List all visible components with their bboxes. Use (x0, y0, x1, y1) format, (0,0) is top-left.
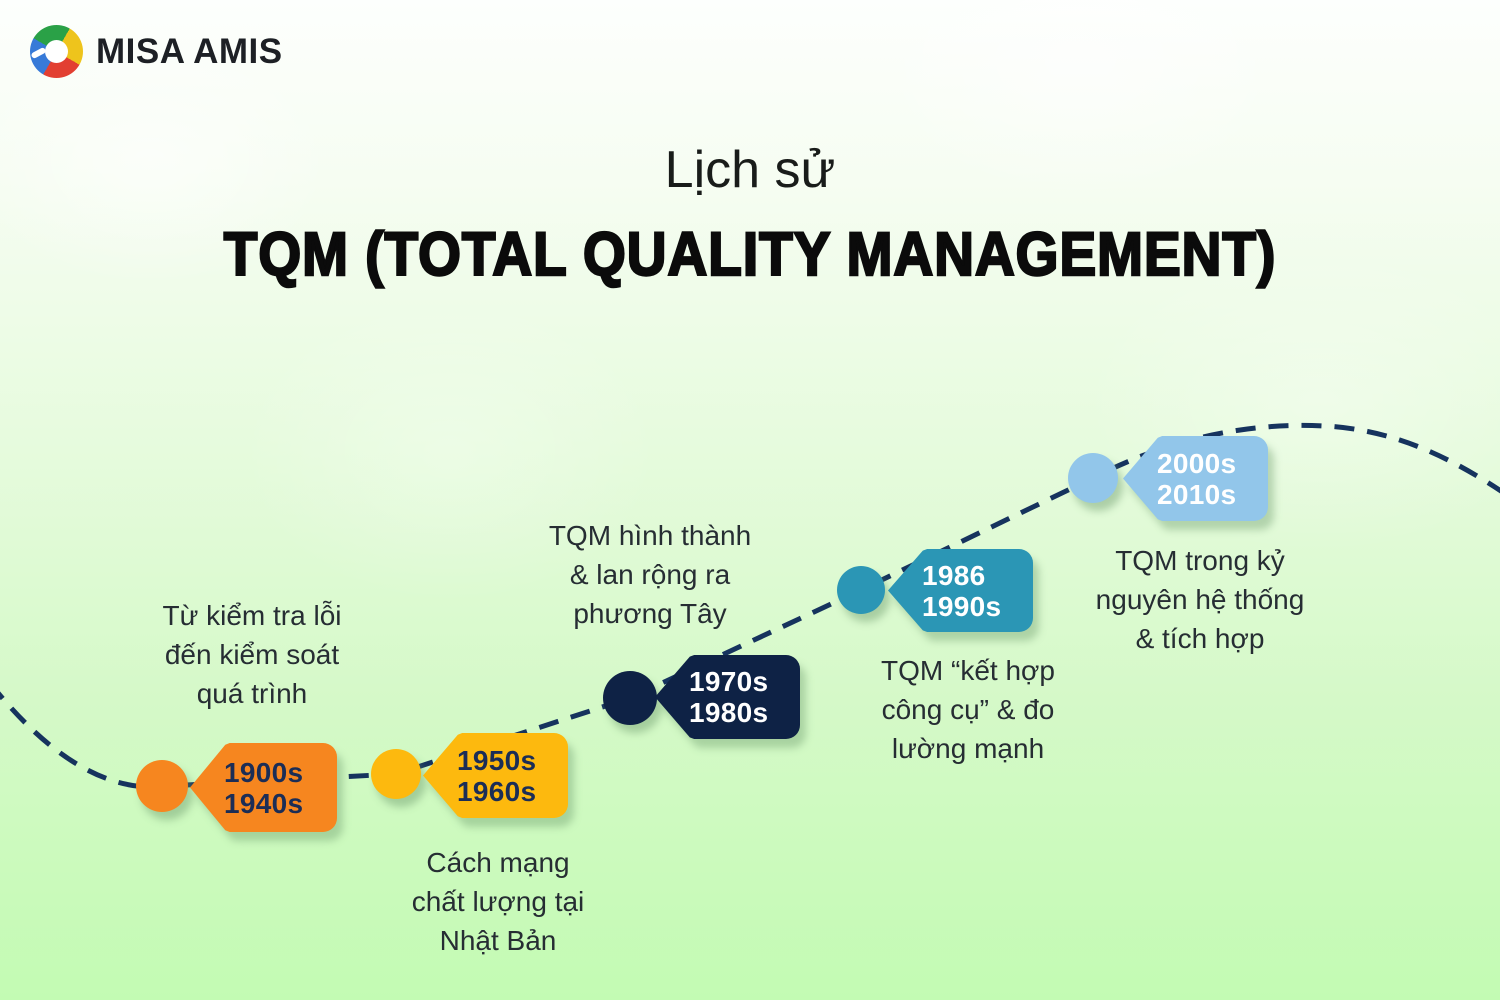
description-line: Nhật Bản (439, 925, 557, 956)
year-tag-shape-1: 1900s 1940s (190, 743, 337, 832)
page-subtitle: TQM (TOTAL QUALITY MANAGEMENT) (223, 218, 1277, 290)
description-line: Từ kiểm tra lỗi (162, 600, 342, 631)
year-label: 1960s (457, 775, 537, 807)
milestone-description-5: TQM trong kỷ nguyên hệ thống & tích hợp (1030, 541, 1370, 658)
description-line: & lan rộng ra (569, 559, 731, 590)
year-label: 1980s (689, 697, 769, 728)
timeline-node-dot-3 (603, 671, 657, 725)
year-tag-shape-5: 2000s 2010s (1123, 436, 1268, 521)
year-label: 1990s (922, 590, 1002, 622)
description-line: phương Tây (573, 598, 727, 629)
description-line: & tích hợp (1135, 623, 1265, 654)
description-line: TQM hình thành (548, 520, 752, 551)
year-tag-shape-3: 1970s 1980s (655, 655, 800, 739)
milestone-description-4: TQM “kết hợp công cụ” & đo lường mạnh (798, 651, 1138, 768)
description-line: nguyên hệ thống (1095, 584, 1305, 615)
description-line: công cụ” & đo (881, 694, 1055, 725)
year-tag-2: 1950s 1960s (423, 733, 568, 818)
brand-name: MISA AMIS (96, 31, 283, 71)
description-line: đến kiểm soát (164, 639, 340, 670)
year-label: 1986 (922, 559, 986, 591)
year-label: 2010s (1157, 478, 1237, 510)
year-tag-1: 1900s 1940s (190, 743, 337, 832)
description-line: TQM “kết hợp (881, 655, 1055, 686)
description-line: TQM trong kỷ (1115, 545, 1285, 576)
year-tag-shape-4: 1986 1990s (888, 549, 1033, 632)
description-line: Cách mạng (426, 847, 570, 878)
year-label: 1940s (224, 787, 304, 819)
brand-header: MISA AMIS (30, 25, 283, 78)
year-tag-5: 2000s 2010s (1123, 436, 1268, 521)
milestone-description-1: Từ kiểm tra lỗi đến kiểm soát quá trình (82, 596, 422, 713)
timeline-node-dot-5 (1068, 453, 1118, 503)
misa-swirl-logo-icon (30, 25, 83, 78)
milestone-description-2: Cách mạng chất lượng tại Nhật Bản (328, 843, 668, 960)
timeline-node-dot-1 (136, 760, 188, 812)
description-line: chất lượng tại (411, 886, 585, 917)
page-title: Lịch sử (664, 141, 836, 199)
timeline-node-dot-4 (837, 566, 885, 614)
year-label: 1900s (224, 756, 304, 788)
description-line: quá trình (196, 678, 308, 709)
timeline-node-dot-2 (371, 749, 421, 799)
milestone-description-3: TQM hình thành & lan rộng ra phương Tây (480, 516, 820, 633)
year-label: 2000s (1157, 447, 1237, 479)
year-label: 1950s (457, 744, 537, 776)
year-tag-shape-2: 1950s 1960s (423, 733, 568, 818)
description-line: lường mạnh (891, 733, 1045, 764)
year-tag-3: 1970s 1980s (655, 655, 800, 739)
year-label: 1970s (689, 666, 769, 697)
year-tag-4: 1986 1990s (888, 549, 1033, 632)
